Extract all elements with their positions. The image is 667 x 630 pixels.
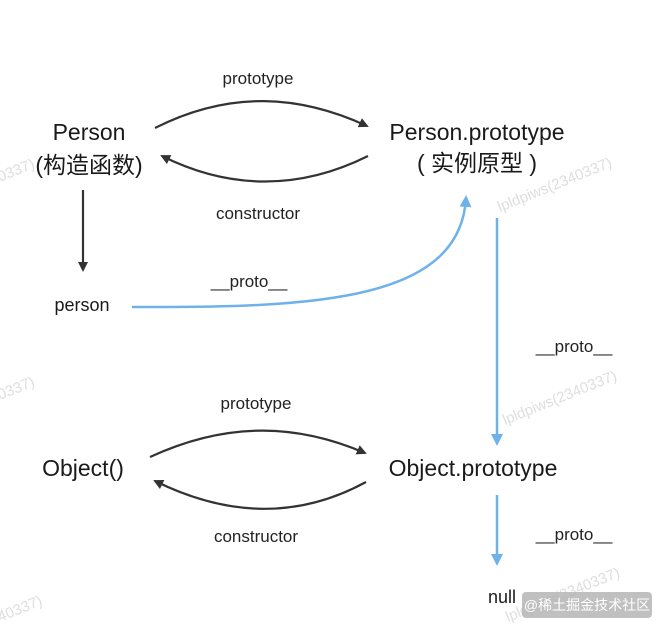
person-proto-arrow: [131, 195, 472, 309]
watermark-text: 0337): [0, 374, 37, 404]
watermark-text: 40337): [0, 592, 45, 625]
chain-proto-label: __proto__: [535, 337, 613, 356]
person-prototype-node: Person.prototype: [389, 119, 564, 145]
object-prototype-node: Object.prototype: [389, 455, 558, 481]
object-constructor-node: Object(): [42, 455, 124, 481]
prototype-label: prototype: [223, 69, 294, 88]
person-prototype-subtitle: ( 实例原型 ): [417, 150, 537, 176]
constructor-label: constructor: [216, 204, 300, 223]
constructor-arrow: [160, 155, 369, 183]
person-constructor-node: Person: [53, 119, 126, 145]
object-constructor-label: constructor: [214, 527, 298, 546]
person-instance-node: person: [54, 295, 109, 315]
watermark-group: lpldpiws(2340337) lpldpiws(2340337) 0337…: [0, 154, 622, 625]
brand-badge-text: @稀土掘金技术社区: [524, 597, 650, 613]
watermark-text: lpldpiws(2340337): [500, 367, 619, 428]
person-constructor-subtitle: (构造函数): [35, 152, 142, 178]
object-constructor-arrow: [153, 480, 367, 510]
null-node: null: [488, 587, 516, 607]
object-prototype-arrow: [149, 429, 367, 458]
null-proto-label: __proto__: [535, 525, 613, 544]
prototype-arrow: [154, 100, 369, 129]
object-prototype-label: prototype: [221, 394, 292, 413]
person-proto-label: __proto__: [210, 272, 288, 291]
watermark-text: 0337): [0, 156, 37, 186]
brand-badge: [522, 592, 652, 618]
